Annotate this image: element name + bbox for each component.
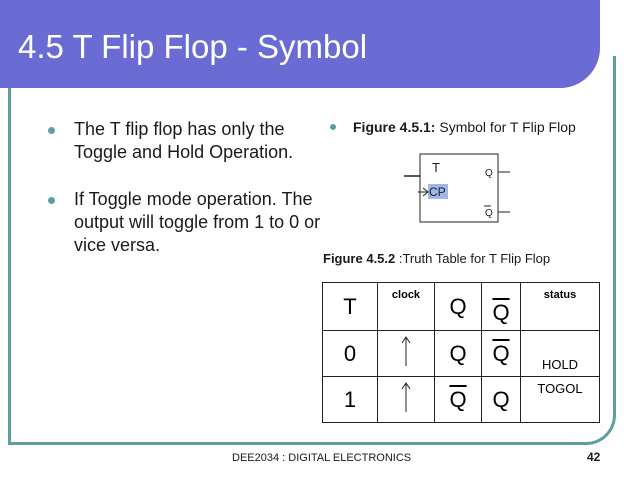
row1-q-cell: Q: [434, 376, 482, 423]
header-q: Q: [434, 282, 482, 331]
bullet-text: If Toggle mode operation. The output wil…: [74, 189, 321, 255]
truth-table: T clock Q Q status 0 Q Q HOLD 1: [322, 282, 600, 423]
figure-2-caption-text: :Truth Table for T Flip Flop: [395, 251, 551, 266]
cp-arrow-icon: [422, 187, 429, 197]
figure-2-caption: Figure 4.5.2 :Truth Table for T Flip Flo…: [323, 251, 550, 266]
row0-qbar-cell: Q: [481, 330, 521, 377]
row1-status: TOGOL: [520, 376, 600, 423]
header-status: status: [520, 282, 600, 331]
t-flip-flop-symbol: T CP Q Q: [404, 153, 510, 223]
bullet-dot-icon: [48, 127, 55, 134]
qbar-output-label: Q: [485, 208, 493, 219]
title-bar: 4.5 T Flip Flop - Symbol: [0, 0, 600, 88]
row1-qbar: Q: [481, 376, 521, 423]
bullet-item: The T flip flop has only the Toggle and …: [48, 118, 328, 164]
t-input-label: T: [432, 160, 440, 175]
bullet-dot-icon: [48, 197, 55, 204]
slide-title: 4.5 T Flip Flop - Symbol: [18, 28, 368, 65]
cp-input-label: CP: [429, 185, 446, 199]
header-clock: clock: [377, 282, 435, 331]
bullet-text: The T flip flop has only the Toggle and …: [74, 119, 294, 162]
bullet-dot-icon: [330, 124, 336, 130]
figure-1-label: Figure 4.5.1:: [353, 119, 436, 135]
table-row: 1 Q Q TOGOL: [322, 376, 600, 423]
row0-t: 0: [322, 330, 378, 377]
header-qbar-cell: Q: [481, 282, 521, 331]
row0-q: Q: [434, 330, 482, 377]
figure-1-caption-text: Symbol for T Flip Flop: [435, 119, 576, 135]
clock-edge-icon: [401, 336, 411, 366]
q-output-label: Q: [485, 168, 493, 179]
row0-clock: [377, 330, 435, 377]
page-number: 42: [587, 450, 601, 464]
bullet-list: The T flip flop has only the Toggle and …: [48, 118, 328, 281]
footer-text: DEE2034 : DIGITAL ELECTRONICS: [232, 452, 412, 464]
figure-1-caption: Figure 4.5.1: Symbol for T Flip Flop: [330, 118, 590, 136]
slide-frame: [8, 56, 616, 445]
cp-highlight: [428, 184, 448, 199]
header-qbar: Q: [492, 299, 510, 325]
bullet-item: If Toggle mode operation. The output wil…: [48, 188, 328, 257]
figure-2-label: Figure 4.5.2: [323, 251, 396, 266]
row1-q: Q: [449, 386, 467, 412]
row0-qbar: Q: [492, 340, 510, 366]
row0-status: HOLD: [520, 330, 600, 377]
table-row: T clock Q Q status: [322, 282, 600, 331]
clock-edge-icon: [401, 382, 411, 412]
header-t: T: [322, 282, 378, 331]
row1-clock: [377, 376, 435, 423]
table-row: 0 Q Q HOLD: [322, 330, 600, 377]
row1-t: 1: [322, 376, 378, 423]
